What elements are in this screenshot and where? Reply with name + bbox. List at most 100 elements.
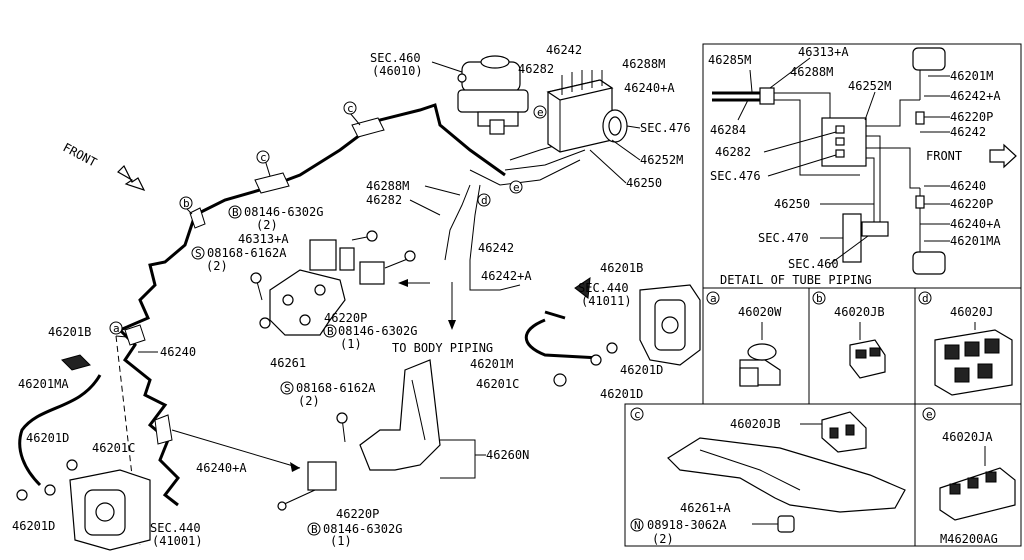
label-bolt-1-qty: (2) bbox=[256, 218, 278, 232]
main-circle-callouts: c c b a e e d bbox=[109, 101, 547, 335]
detail-tube-piping: FRONT 46285M 46313+A 46288M 46252M 46284… bbox=[708, 45, 1017, 287]
panel-b-letter: b bbox=[816, 292, 823, 305]
right-caliper bbox=[639, 284, 701, 366]
right-hose bbox=[524, 310, 618, 387]
label-46020jb-c: 46020JB bbox=[730, 417, 781, 431]
label-46201b-left: 46201B bbox=[48, 325, 91, 339]
label-sec440-right: SEC.440 bbox=[578, 281, 629, 295]
label-46240a-bottom: 46240+A bbox=[196, 461, 247, 475]
clip-panel-c: c 46020JB 46261+A N 08918-3062A (2) bbox=[630, 407, 906, 546]
label-sec440-right-sub: (41011) bbox=[581, 294, 632, 308]
callout-a-1: a bbox=[113, 322, 120, 335]
label-bolt-3: 08146-6302G bbox=[323, 522, 402, 536]
label-46020jb-b: 46020JB bbox=[834, 305, 885, 319]
front-arrow-icon bbox=[117, 164, 146, 192]
dlabel-46220p-bottom: 46220P bbox=[950, 197, 993, 211]
label-46201b-right: 46201B bbox=[600, 261, 643, 275]
label-46201ma: 46201MA bbox=[18, 377, 69, 391]
label-bolt-2: 08146-6302G bbox=[338, 324, 417, 338]
label-46201d-left1: 46201D bbox=[26, 431, 69, 445]
label-46282-top: 46282 bbox=[518, 62, 554, 76]
dlabel-46282: 46282 bbox=[715, 145, 751, 159]
label-screw-1: 08168-6162A bbox=[207, 246, 287, 260]
label-sec440-left-sub: (41001) bbox=[152, 534, 203, 548]
label-46020j: 46020J bbox=[950, 305, 993, 319]
left-hose bbox=[16, 354, 102, 501]
label-46201m: 46201M bbox=[470, 357, 513, 371]
diagram-id: M46200AG bbox=[940, 532, 998, 546]
dlabel-46252m: 46252M bbox=[848, 79, 891, 93]
dlabel-46242: 46242 bbox=[950, 125, 986, 139]
clip-panel-e: e 46020JA M46200AG bbox=[922, 407, 1016, 546]
dlabel-46285m: 46285M bbox=[708, 53, 751, 67]
label-screw-2: 08168-6162A bbox=[296, 381, 376, 395]
label-46020ja: 46020JA bbox=[942, 430, 993, 444]
panel-c-letter: c bbox=[634, 408, 641, 421]
panel-a-letter: a bbox=[710, 292, 717, 305]
label-46220p-mid: 46220P bbox=[324, 311, 367, 325]
dlabel-sec460: SEC.460 bbox=[788, 257, 839, 271]
dlabel-46313a: 46313+A bbox=[798, 45, 849, 59]
dlabel-46288m: 46288M bbox=[790, 65, 833, 79]
callout-d-1: d bbox=[481, 194, 488, 207]
dlabel-sec476: SEC.476 bbox=[710, 169, 761, 183]
label-screw-2-qty: (2) bbox=[298, 394, 320, 408]
bolt-prefix-1: B bbox=[232, 206, 239, 219]
label-bolt-2-qty: (1) bbox=[340, 337, 362, 351]
dlabel-sec470: SEC.470 bbox=[758, 231, 809, 245]
front-arrow-main: FRONT bbox=[61, 140, 146, 192]
label-sec460-sub: (46010) bbox=[372, 64, 423, 78]
clip-panel-a: a 46020W bbox=[706, 291, 782, 387]
label-46201c-right: 46201C bbox=[476, 377, 519, 391]
callout-c-1: c bbox=[347, 102, 354, 115]
label-46201d-right1: 46201D bbox=[620, 363, 663, 377]
abs-actuator-unit bbox=[546, 70, 628, 153]
label-sec476: SEC.476 bbox=[640, 121, 691, 135]
dlabel-46284: 46284 bbox=[710, 123, 746, 137]
label-bolt-1: 08146-6302G bbox=[244, 205, 323, 219]
label-46240a-top: 46240+A bbox=[624, 81, 675, 95]
label-46313a: 46313+A bbox=[238, 232, 289, 246]
block-46313a bbox=[309, 239, 355, 271]
detail-caption: DETAIL OF TUBE PIPING bbox=[720, 273, 872, 287]
master-cylinder bbox=[457, 55, 529, 135]
label-to-body-piping: TO BODY PIPING bbox=[392, 341, 493, 355]
label-46201c-left: 46201C bbox=[92, 441, 135, 455]
label-nut-qty: (2) bbox=[652, 532, 674, 546]
bolt-prefix-2: B bbox=[327, 325, 334, 338]
callout-b-1: b bbox=[183, 197, 190, 210]
label-46288m-mid: 46288M bbox=[366, 179, 409, 193]
screw-prefix-1: S bbox=[195, 247, 202, 260]
label-46250: 46250 bbox=[626, 176, 662, 190]
label-46282-mid: 46282 bbox=[366, 193, 402, 207]
front-label-main: FRONT bbox=[61, 140, 99, 169]
dlabel-46220p-top: 46220P bbox=[950, 110, 993, 124]
main-labels: SEC.460 (46010) 46242 46282 46288M 46240… bbox=[12, 43, 691, 548]
callout-e-2: e bbox=[513, 181, 520, 194]
dlabel-46201m: 46201M bbox=[950, 69, 993, 83]
label-46201d-right2: 46201D bbox=[600, 387, 643, 401]
label-46260n: 46260N bbox=[486, 448, 529, 462]
block-46220p-bottom bbox=[277, 461, 337, 511]
panel-e-letter: e bbox=[926, 408, 933, 421]
bolt-prefix-3: B bbox=[311, 523, 318, 536]
label-46261a: 46261+A bbox=[680, 501, 731, 515]
dlabel-46240: 46240 bbox=[950, 179, 986, 193]
label-46288m-top: 46288M bbox=[622, 57, 665, 71]
front-arrow-detail-icon bbox=[989, 143, 1017, 169]
tube-clip-b bbox=[189, 207, 206, 229]
bolts-screws bbox=[250, 230, 456, 443]
bracket-46260n bbox=[359, 359, 441, 471]
nut-prefix: N bbox=[634, 519, 641, 532]
front-label-detail: FRONT bbox=[926, 149, 962, 163]
tube-clip-a bbox=[124, 324, 146, 346]
label-46261: 46261 bbox=[270, 356, 306, 370]
main-brake-tube bbox=[117, 103, 586, 507]
dlabel-46250: 46250 bbox=[774, 197, 810, 211]
panel-d-letter: d bbox=[922, 292, 929, 305]
left-caliper bbox=[69, 469, 151, 551]
label-46020w: 46020W bbox=[738, 305, 782, 319]
label-bolt-3-qty: (1) bbox=[330, 534, 352, 548]
bracket-46261 bbox=[259, 269, 346, 336]
